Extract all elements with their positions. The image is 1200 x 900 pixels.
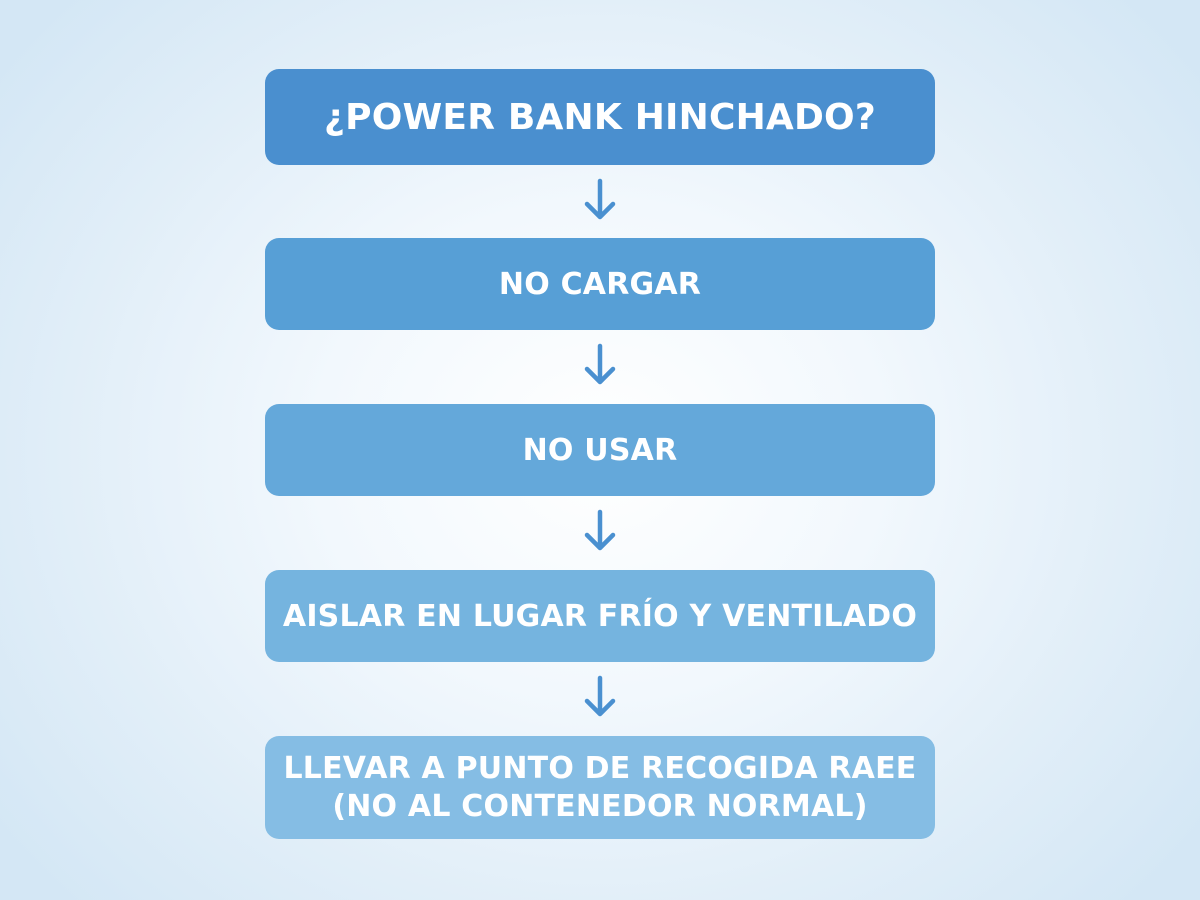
- step-label: ¿POWER BANK HINCHADO?: [324, 96, 876, 138]
- arrow-down-icon: [584, 178, 616, 220]
- step-isolate-cool-ventilated: AISLAR EN LUGAR FRÍO Y VENTILADO: [265, 570, 935, 662]
- step-do-not-use: NO USAR: [265, 404, 935, 496]
- arrow-down-icon: [584, 343, 616, 385]
- step-label: NO USAR: [522, 432, 678, 468]
- arrow-down-icon: [584, 675, 616, 717]
- arrow-down-icon: [584, 509, 616, 551]
- step-swollen-power-bank: ¿POWER BANK HINCHADO?: [265, 69, 935, 165]
- step-label: AISLAR EN LUGAR FRÍO Y VENTILADO: [282, 598, 918, 634]
- step-label: NO CARGAR: [498, 266, 702, 302]
- step-label-line-1: LLEVAR A PUNTO DE RECOGIDA RAEE: [283, 750, 917, 786]
- step-do-not-charge: NO CARGAR: [265, 238, 935, 330]
- step-take-to-raee-point: LLEVAR A PUNTO DE RECOGIDA RAEE (NO AL C…: [265, 736, 935, 839]
- step-label-line-2: (NO AL CONTENEDOR NORMAL): [332, 788, 868, 824]
